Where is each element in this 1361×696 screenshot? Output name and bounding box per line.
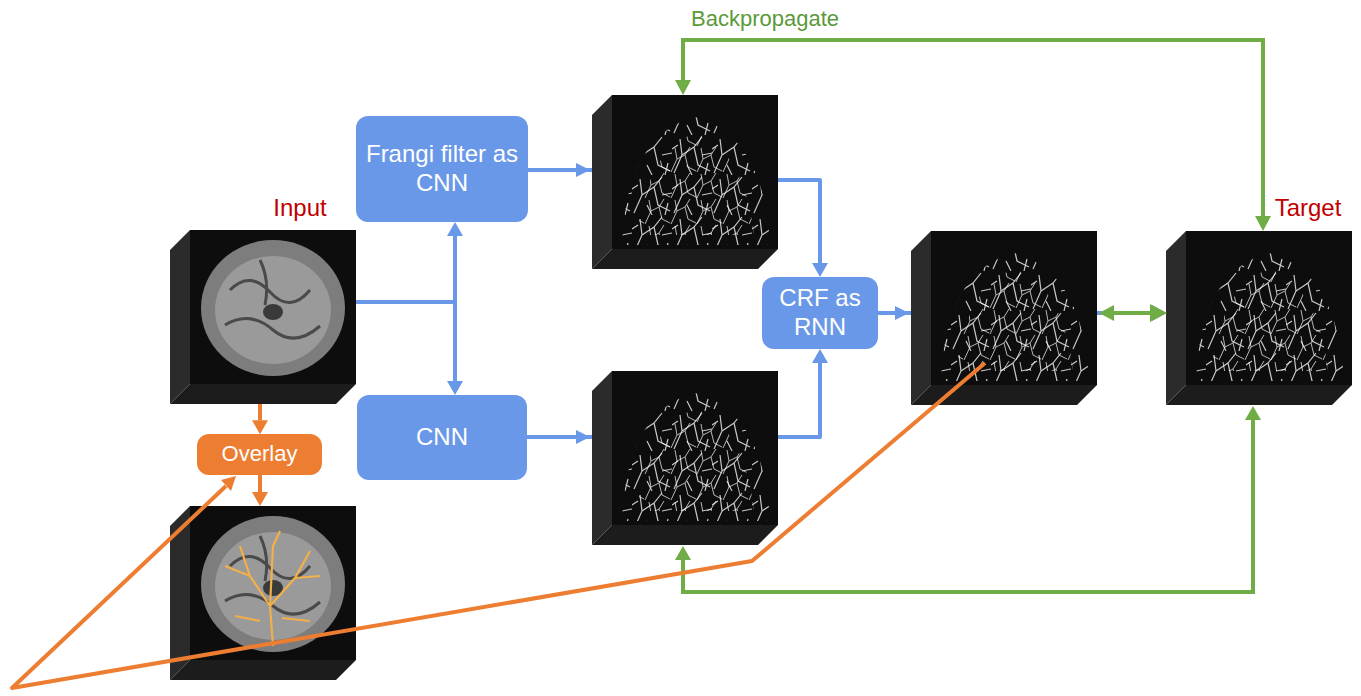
flow-connector: [356, 222, 463, 302]
process-box: Frangi filter as CNN: [356, 116, 528, 222]
volume-heading: Input: [273, 194, 326, 223]
input-volume: [170, 230, 356, 404]
overlay-arrowheads: [221, 476, 268, 506]
box-label: CRF as RNN: [768, 284, 872, 342]
backprop-label: Backpropagate: [691, 6, 839, 32]
target-volume-node: Target: [1166, 192, 1352, 404]
input-volume-node: Input: [170, 192, 356, 404]
frangi-output-volume: [592, 95, 778, 269]
overlay-box: Overlay: [197, 434, 322, 474]
process-box: CNN: [357, 395, 527, 480]
cnn-output-volume: [592, 371, 778, 545]
overlay-volume: [170, 506, 356, 680]
volume-heading: Target: [1275, 194, 1342, 223]
backprop-lines: [683, 40, 1263, 592]
flow-connector: [356, 302, 463, 395]
overlay-lines: [12, 363, 985, 688]
target-volume: [1166, 231, 1352, 405]
box-label: Overlay: [222, 441, 298, 467]
box-label: Frangi filter as CNN: [362, 140, 522, 198]
box-label: CNN: [416, 423, 468, 452]
process-box: CRF as RNN: [762, 277, 878, 349]
flow-arrowheads: [576, 163, 909, 444]
crf-output-volume: [911, 231, 1097, 405]
backprop-arrowheads: [675, 80, 1271, 560]
flow-connector: [252, 404, 268, 434]
